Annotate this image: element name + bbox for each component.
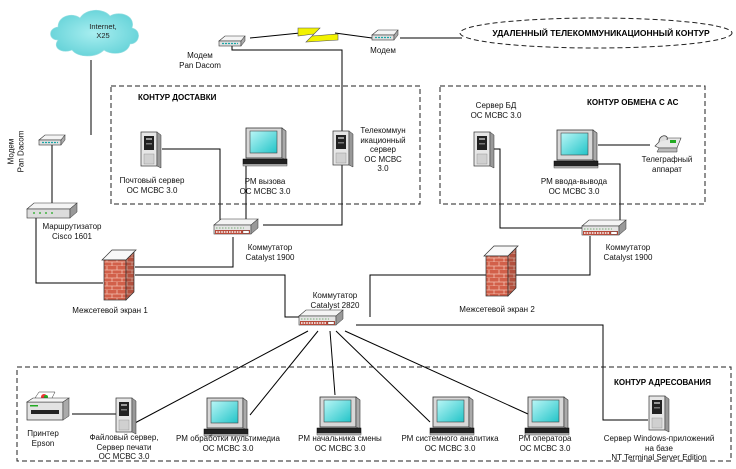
file-server-icon <box>115 397 137 435</box>
win-server-icon <box>648 395 670 433</box>
link-firewall1-switch-core <box>135 274 300 318</box>
mail-server-icon <box>140 131 162 169</box>
link-switch-telecom <box>263 165 343 226</box>
switch-right-icon <box>581 219 627 236</box>
telegraph-icon <box>654 135 682 153</box>
firewall-1-label: Межсетевой экран 1 <box>72 306 148 315</box>
zone-exchange-title: КОНТУР ОБМЕНА С АС <box>587 98 679 107</box>
ws-shift-icon <box>316 396 362 436</box>
link-core-operator <box>344 330 529 415</box>
modem-top-icon <box>218 35 246 47</box>
firewall-2-icon <box>483 245 519 297</box>
ws-operator-icon <box>524 396 570 436</box>
lightning-icon <box>297 27 339 43</box>
link-telecom-modem <box>231 45 343 135</box>
switch-core-icon <box>298 309 344 326</box>
link-router-firewall1 <box>35 218 103 284</box>
link-core-multimedia <box>249 330 319 416</box>
link-core-winserver <box>356 324 648 421</box>
modem-remote-label: Модем <box>370 46 396 55</box>
ws-multimedia-icon <box>203 397 249 437</box>
db-server-icon <box>473 131 495 169</box>
zone-delivery <box>110 85 421 205</box>
firewall-1-icon <box>101 249 137 301</box>
link-modem-lightning <box>249 32 373 39</box>
telecom-server-icon <box>332 130 354 168</box>
link-core-fileserver <box>132 330 309 425</box>
link-firewall2-switch-right <box>515 236 591 276</box>
cloud-label: Internet,X25 <box>89 22 117 40</box>
ws-io-icon <box>553 129 599 169</box>
zone-exchange <box>439 85 706 205</box>
link-core-shift <box>329 330 336 396</box>
ws-analyst-icon <box>429 396 475 436</box>
remote-contour-label: УДАЛЕННЫЙ ТЕЛЕКОММУНИКАЦИОННЫЙ КОНТУР <box>492 28 710 38</box>
firewall-2-label: Межсетевой экран 2 <box>459 305 535 314</box>
router-icon <box>26 202 78 219</box>
link-core-analyst <box>335 330 431 423</box>
modem-left-icon <box>38 134 66 146</box>
zone-addressing-title: КОНТУР АДРЕСОВАНИЯ <box>614 378 711 387</box>
switch-left-icon <box>213 218 259 235</box>
link-switch-mail <box>162 148 221 221</box>
link-switch-wsio <box>598 163 621 222</box>
ws-call-icon <box>242 127 288 167</box>
modem-remote-icon <box>371 29 399 41</box>
cloud-icon <box>50 9 139 57</box>
zone-delivery-title: КОНТУР ДОСТАВКИ <box>138 93 217 102</box>
connection-lines <box>35 32 650 425</box>
zone-addressing <box>16 366 732 462</box>
remote-contour-ellipse <box>459 17 733 49</box>
link-core-firewall2 <box>369 274 490 317</box>
link-firewall1-switch-left <box>135 237 234 268</box>
printer-icon <box>26 391 70 421</box>
